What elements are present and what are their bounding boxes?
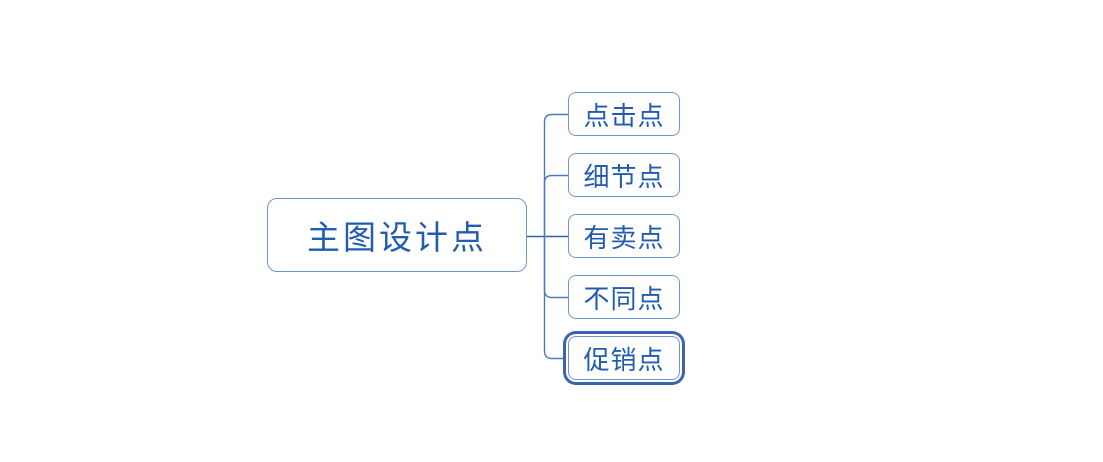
child-node-difference-point[interactable]: 不同点	[568, 275, 680, 319]
connector-to-child-2	[543, 174, 568, 237]
child-node-label: 有卖点	[583, 222, 665, 253]
child-node-click-point[interactable]: 点击点	[568, 92, 680, 136]
child-node-label: 细节点	[583, 161, 665, 192]
child-node-promotion-point-selected[interactable]: 促销点	[568, 336, 680, 380]
child-node-selling-point[interactable]: 有卖点	[568, 214, 680, 258]
root-node[interactable]: 主图设计点	[267, 198, 527, 272]
child-node-label: 不同点	[583, 283, 665, 314]
connector-to-child-1	[543, 113, 568, 237]
root-node-label: 主图设计点	[307, 219, 487, 256]
child-node-label: 点击点	[583, 100, 665, 131]
connector-to-child-5	[543, 236, 563, 360]
connector-to-child-4	[543, 236, 568, 299]
child-node-label: 促销点	[583, 344, 665, 375]
child-node-detail-point[interactable]: 细节点	[568, 153, 680, 197]
